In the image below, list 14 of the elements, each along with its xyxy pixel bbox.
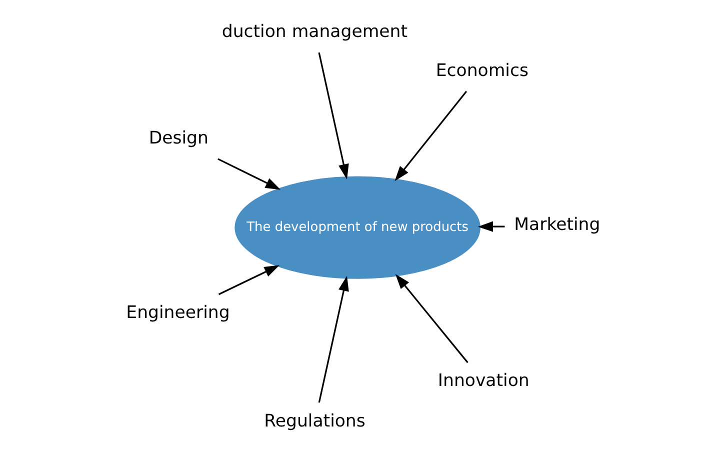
arrow [318, 52, 348, 179]
node-text: Regulations [264, 410, 365, 431]
node-text: Economics [435, 60, 528, 80]
node-text: Engineering [126, 302, 230, 323]
node-text: Design [148, 128, 208, 148]
node-text: Marketing [514, 214, 600, 235]
node-text: duction management [221, 21, 407, 42]
arrow [217, 158, 280, 190]
arrow [477, 220, 504, 232]
node-text: Innovation [437, 370, 529, 391]
arrow [218, 264, 280, 295]
arrow [318, 275, 348, 402]
arrow [394, 273, 468, 363]
arrow [394, 90, 467, 181]
